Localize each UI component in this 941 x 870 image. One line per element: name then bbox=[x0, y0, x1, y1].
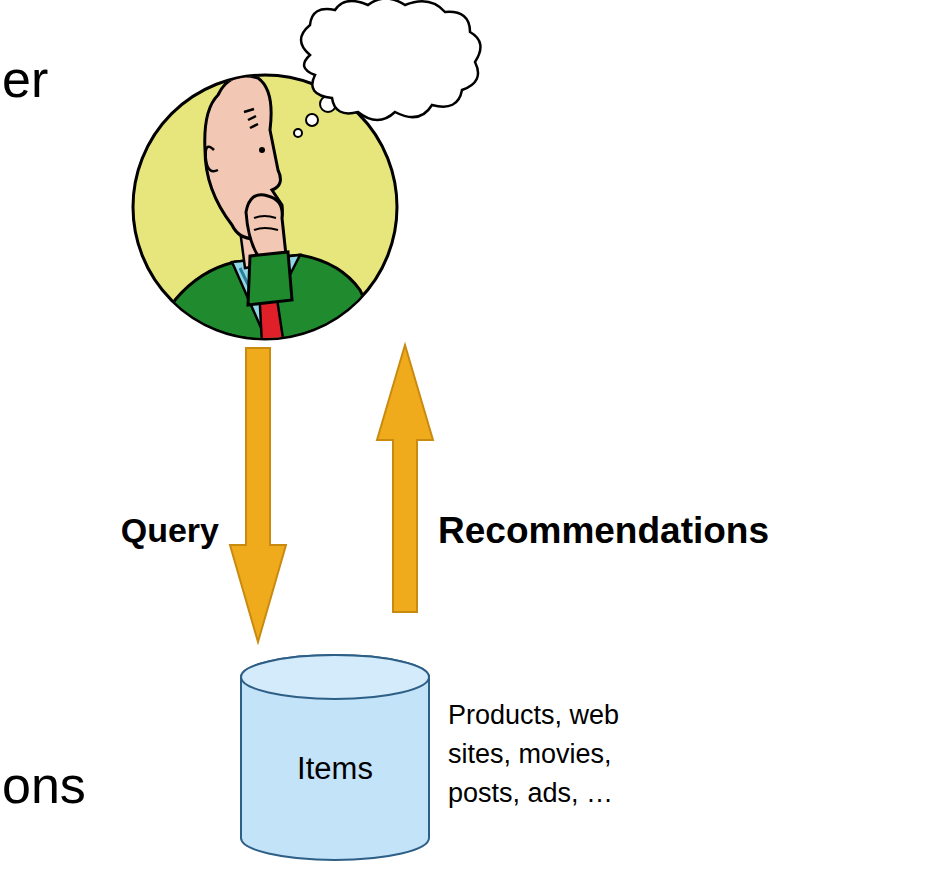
thought-dot bbox=[306, 114, 318, 126]
cylinder-body bbox=[241, 655, 429, 860]
recommendations-arrow bbox=[377, 345, 433, 612]
item-examples: Products, web sites, movies, posts, ads,… bbox=[448, 696, 663, 813]
query-arrow bbox=[230, 348, 286, 642]
arrow-label: Query bbox=[121, 506, 219, 555]
cut-word: er bbox=[2, 42, 48, 117]
user-figure bbox=[150, 76, 385, 345]
cut-word: ons bbox=[2, 748, 86, 823]
database-cylinder: Items bbox=[240, 655, 430, 860]
thought-dot bbox=[294, 129, 302, 137]
thought-cloud bbox=[301, 0, 480, 120]
arrow-label: Recommendations bbox=[438, 504, 769, 558]
node-label: Items bbox=[240, 751, 430, 787]
cylinder-top bbox=[241, 655, 429, 699]
